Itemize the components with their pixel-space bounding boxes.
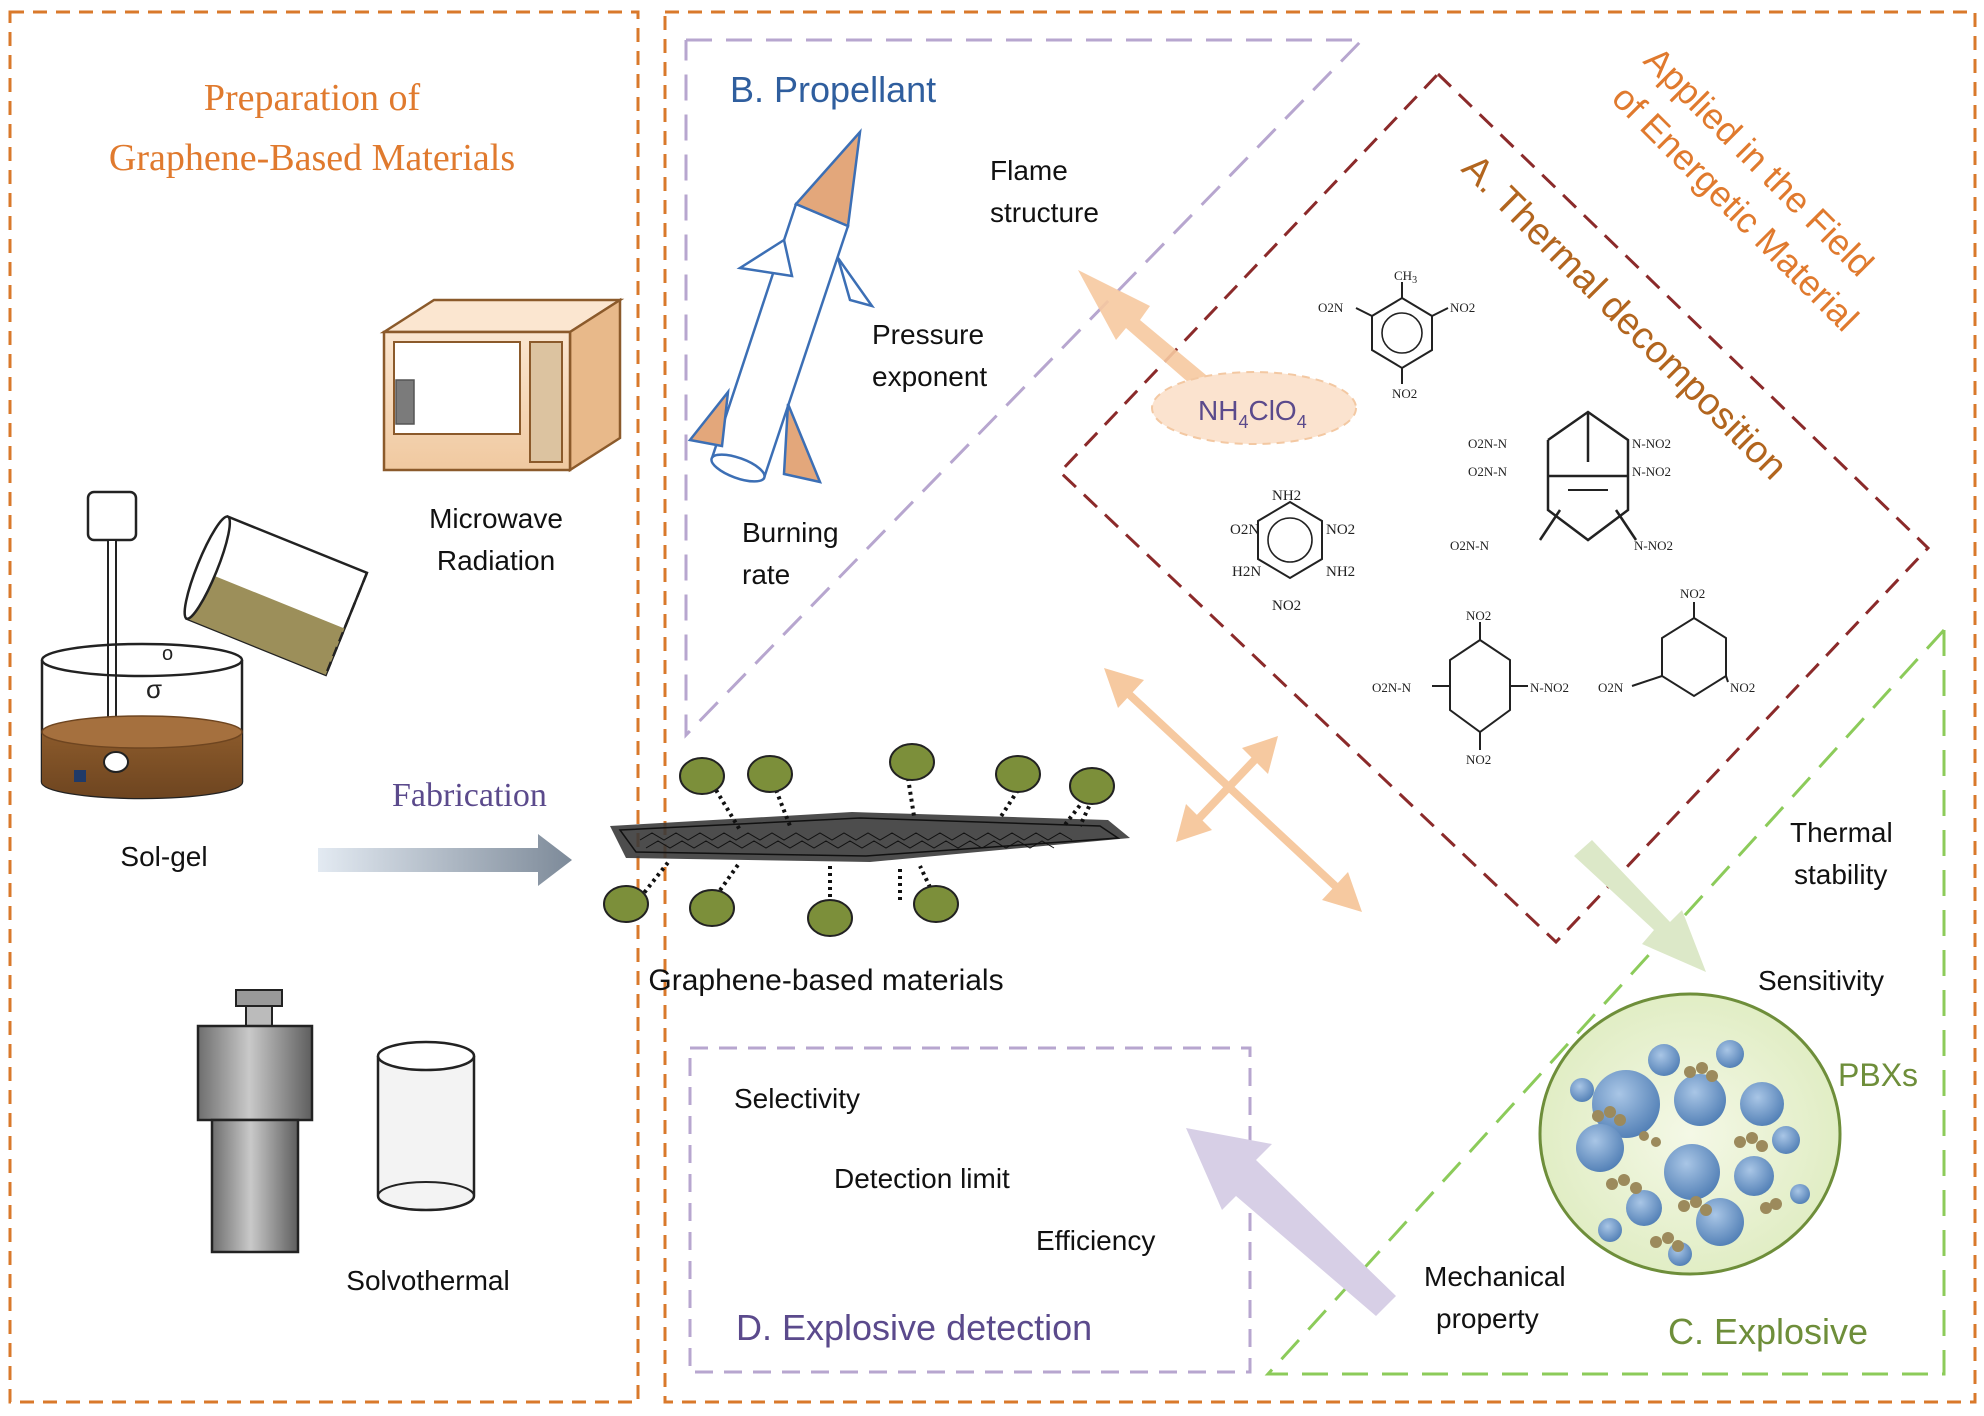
rdx-molecule: NO2 O2N NO2 bbox=[1598, 586, 1755, 698]
svg-text:NH2: NH2 bbox=[1272, 488, 1301, 504]
svg-text:O2N: O2N bbox=[1318, 300, 1344, 315]
svg-text:NO2: NO2 bbox=[1466, 752, 1491, 767]
central-double-arrows bbox=[1104, 668, 1362, 912]
propellant-boundary bbox=[684, 38, 1366, 739]
mechanical-property-label-line1: Mechanical bbox=[1424, 1261, 1566, 1292]
svg-text:O2N-N: O2N-N bbox=[1468, 436, 1508, 451]
burning-rate-label-line1: Burning bbox=[742, 517, 839, 548]
ammonium-perchlorate-ellipse bbox=[1151, 371, 1357, 445]
rocket-illustration bbox=[687, 128, 876, 484]
microwave-label-line2: Radiation bbox=[437, 545, 555, 576]
left-panel-title-line2: Graphene-Based Materials bbox=[109, 137, 515, 179]
svg-text:NO2: NO2 bbox=[1272, 598, 1301, 614]
svg-text:O2N: O2N bbox=[1598, 680, 1624, 695]
svg-text:NH2: NH2 bbox=[1326, 564, 1355, 580]
pouring-beaker-illustration bbox=[183, 515, 369, 677]
left-panel-border bbox=[8, 10, 640, 1404]
microwave-illustration bbox=[379, 297, 625, 473]
svg-text:NO2: NO2 bbox=[1326, 522, 1355, 538]
graphene-label: Graphene-based materials bbox=[648, 964, 1003, 997]
explosive-detection-boundary bbox=[688, 1046, 1252, 1374]
solgel-beaker-illustration: σ o bbox=[40, 490, 244, 800]
fabrication-arrow bbox=[318, 834, 572, 886]
svg-text:N-NO2: N-NO2 bbox=[1634, 538, 1673, 553]
explosive-detection-title: D. Explosive detection bbox=[736, 1307, 1092, 1348]
thermal-stability-label-line2: stability bbox=[1794, 859, 1887, 890]
pressure-exponent-label-line1: Pressure bbox=[872, 319, 984, 350]
efficiency-label: Efficiency bbox=[1036, 1225, 1155, 1256]
svg-text:CH3: CH3 bbox=[1394, 268, 1417, 286]
detection-arrow bbox=[1186, 1128, 1396, 1316]
explosive-arrow bbox=[1574, 840, 1706, 972]
svg-text:N-NO2: N-NO2 bbox=[1530, 680, 1569, 695]
fabrication-label: Fabrication bbox=[392, 777, 547, 814]
svg-text:NO2: NO2 bbox=[1392, 386, 1417, 401]
svg-text:N-NO2: N-NO2 bbox=[1632, 436, 1671, 451]
tnt-molecule: CH3 O2N NO2 NO2 bbox=[1318, 268, 1475, 401]
solvothermal-vessel-illustration bbox=[376, 1040, 476, 1212]
ammonium-perchlorate-label: NH4ClO4 bbox=[1198, 395, 1307, 432]
graphene-illustration bbox=[603, 743, 1130, 937]
propellant-arrow bbox=[1078, 270, 1236, 410]
propellant-title: B. Propellant bbox=[730, 69, 936, 110]
svg-text:O2N-N: O2N-N bbox=[1468, 464, 1508, 479]
pbx-label: PBXs bbox=[1838, 1057, 1918, 1093]
explosive-boundary bbox=[1264, 628, 1946, 1376]
thermal-stability-label-line1: Thermal bbox=[1790, 817, 1893, 848]
solvothermal-label: Solvothermal bbox=[346, 1265, 509, 1296]
svg-text:O2N: O2N bbox=[1230, 522, 1259, 538]
flame-structure-label-line2: structure bbox=[990, 197, 1099, 228]
left-panel-title-line1: Preparation of bbox=[204, 77, 421, 119]
svg-text:O2N-N: O2N-N bbox=[1372, 680, 1412, 695]
pressure-exponent-label-line2: exponent bbox=[872, 361, 987, 392]
microwave-label-line1: Microwave bbox=[429, 503, 563, 534]
right-panel-border bbox=[663, 10, 1977, 1404]
hmx-molecule: NO2 NO2 O2N-N N-NO2 bbox=[1372, 608, 1569, 767]
thermal-decomposition-boundary bbox=[1057, 71, 1931, 945]
flame-structure-label-line1: Flame bbox=[990, 155, 1068, 186]
solgel-label: Sol-gel bbox=[120, 841, 207, 872]
svg-text:σ: σ bbox=[146, 674, 162, 704]
selectivity-label: Selectivity bbox=[734, 1083, 860, 1114]
svg-text:N-NO2: N-NO2 bbox=[1632, 464, 1671, 479]
svg-text:NO2: NO2 bbox=[1466, 608, 1491, 623]
detection-limit-label: Detection limit bbox=[834, 1163, 1010, 1194]
pbx-illustration bbox=[1538, 992, 1842, 1276]
svg-text:NO2: NO2 bbox=[1680, 586, 1705, 601]
sensitivity-label: Sensitivity bbox=[1758, 965, 1884, 996]
svg-text:NO2: NO2 bbox=[1450, 300, 1475, 315]
svg-text:H2N: H2N bbox=[1232, 564, 1261, 580]
mechanical-property-label-line2: property bbox=[1436, 1303, 1539, 1334]
solvothermal-autoclave-illustration bbox=[196, 989, 314, 1254]
svg-text:o: o bbox=[162, 643, 173, 665]
explosive-title: C. Explosive bbox=[1668, 1311, 1868, 1352]
burning-rate-label-line2: rate bbox=[742, 559, 790, 590]
svg-text:O2N-N: O2N-N bbox=[1450, 538, 1490, 553]
tatb-molecule: NH2 O2N NO2 H2N NH2 NO2 bbox=[1230, 488, 1355, 614]
svg-text:NO2: NO2 bbox=[1730, 680, 1755, 695]
cl20-molecule: O2N-N N-NO2 O2N-N N-NO2 O2N-N N-NO2 bbox=[1450, 410, 1673, 553]
